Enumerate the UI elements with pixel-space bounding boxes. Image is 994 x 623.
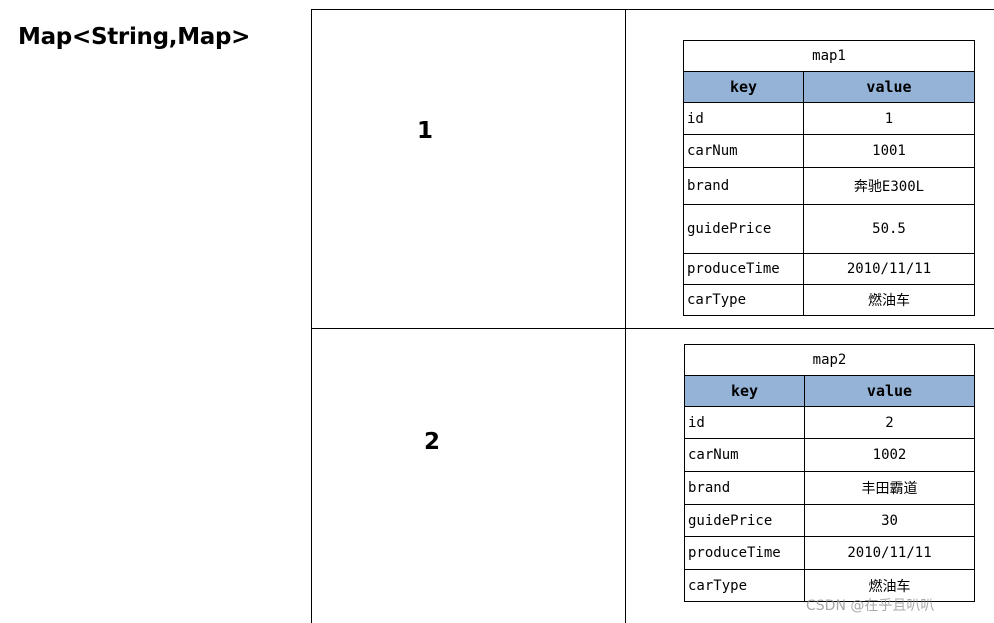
table-row: id 1 [683,102,975,135]
outer-key-2: 2 [424,429,441,455]
page-title: Map<String,Map> [18,24,251,50]
entry-key: carNum [683,134,804,168]
table-row: id 2 [684,406,975,439]
watermark: CSDN @在乎且叭叭 [806,598,935,614]
table-row: produceTime 2010/11/11 [684,536,975,570]
outer-column-divider [625,9,626,623]
table-row: carNum 1002 [684,438,975,472]
entry-key: carType [684,569,805,602]
entry-key: brand [683,167,804,205]
inner-map-table-2: map2 key value id 2 carNum 1002 brand 丰田… [684,344,975,602]
entry-value: 2010/11/11 [804,536,975,570]
outer-top-border [311,9,994,10]
table-row: guidePrice 50.5 [683,204,975,254]
entry-key: carType [683,284,804,316]
outer-left-border [311,9,312,623]
entry-value: 50.5 [803,204,975,254]
entry-key: id [684,406,805,439]
map-table-caption: map2 [684,344,975,376]
entry-key: id [683,102,804,135]
entry-value: 燃油车 [803,284,975,316]
entry-key: guidePrice [683,204,804,254]
entry-key: produceTime [683,253,804,285]
entry-key: carNum [684,438,805,472]
inner-map-table-1: map1 key value id 1 carNum 1001 brand 奔驰… [683,40,975,316]
entry-value: 燃油车 [804,569,975,602]
map-table-caption: map1 [683,40,975,72]
table-row: produceTime 2010/11/11 [683,253,975,285]
table-row: carNum 1001 [683,134,975,168]
entry-value: 2 [804,406,975,439]
value-column-header: value [803,71,975,103]
table-row: carType 燃油车 [684,569,975,602]
entry-value: 30 [804,504,975,537]
table-row: brand 奔驰E300L [683,167,975,205]
entry-key: brand [684,471,805,505]
table-row: carType 燃油车 [683,284,975,316]
outer-row-divider [311,328,994,329]
entry-key: produceTime [684,536,805,570]
entry-value: 2010/11/11 [803,253,975,285]
entry-value: 奔驰E300L [803,167,975,205]
outer-key-1: 1 [417,118,434,144]
entry-value: 丰田霸道 [804,471,975,505]
key-column-header: key [684,375,805,407]
key-column-header: key [683,71,804,103]
value-column-header: value [804,375,975,407]
entry-key: guidePrice [684,504,805,537]
table-row: brand 丰田霸道 [684,471,975,505]
table-row: guidePrice 30 [684,504,975,537]
entry-value: 1002 [804,438,975,472]
entry-value: 1001 [803,134,975,168]
entry-value: 1 [803,102,975,135]
